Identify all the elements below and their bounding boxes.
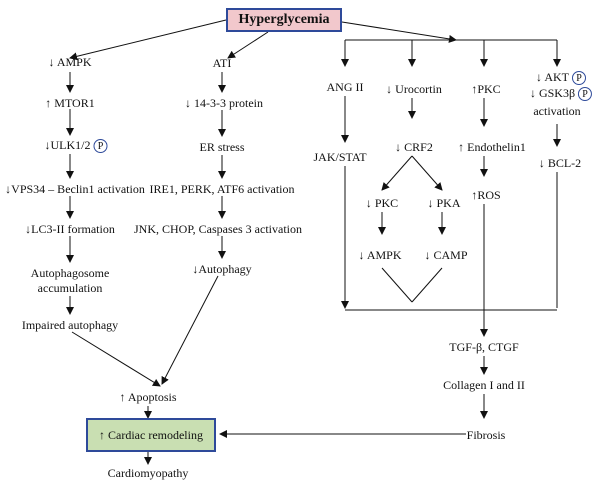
cardiac-remodeling-box: ↑ Cardiac remodeling: [86, 418, 216, 452]
phospho-badge-akt: P: [572, 71, 586, 86]
node-14-3-3: ↓ 14-3-3 protein: [185, 96, 263, 110]
node-autophagosome: Autophagosome: [30, 266, 110, 280]
hyperglycemia-box: Hyperglycemia: [226, 8, 342, 32]
arrow-top-to-ampk: [69, 19, 227, 61]
node-pkc-down: ↓ PKC: [365, 196, 399, 210]
node-fibrosis: Fibrosis: [466, 428, 506, 442]
node-crf2: ↓ CRF2: [395, 140, 433, 154]
node-bcl2: ↓ BCL-2: [538, 156, 582, 170]
node-ampk-down: ↓ AMPK: [48, 55, 92, 69]
arrow-autophagy-to-apoptosis: [161, 275, 219, 385]
node-pka-down: ↓ PKA: [427, 196, 461, 210]
node-endothelin1: ↑ Endothelin1: [458, 140, 526, 154]
node-gsk3b-label: ↓ GSK3β: [529, 86, 576, 100]
node-urocortin: ↓ Urocortin: [386, 82, 442, 96]
node-ire1: IRE1, PERK, ATF6 activation: [149, 182, 295, 196]
node-mtor1: ↑ MTOR1: [45, 96, 95, 110]
node-impaired-autophagy: Impaired autophagy: [21, 318, 119, 332]
node-collagen: Collagen I and II: [443, 378, 525, 392]
node-jak-stat: JAK/STAT: [313, 150, 367, 164]
node-activation: activation: [533, 104, 581, 118]
node-er-stress: ER stress: [199, 140, 245, 154]
arrow-top-to-bus: [341, 21, 457, 43]
node-accumulation: accumulation: [37, 281, 103, 295]
node-cardiomyopathy: Cardiomyopathy: [107, 466, 189, 480]
node-camp-down: ↓ CAMP: [424, 248, 468, 262]
arrow-top-to-ati: [227, 31, 269, 59]
arrow-impaired-to-apoptosis: [71, 331, 161, 387]
node-apoptosis: ↑ Apoptosis: [119, 390, 177, 404]
phospho-badge-gsk: P: [578, 87, 593, 102]
node-ros: ↑ROS: [471, 188, 501, 202]
node-tgf-ctgf: TGF-β, CTGF: [449, 340, 519, 354]
node-lc3: ↓LC3-II formation: [25, 222, 115, 236]
node-vps34: ↓VPS34 – Beclin1 activation: [5, 182, 145, 196]
node-ampk-down-2: ↓ AMPK: [358, 248, 402, 262]
node-jnk: JNK, CHOP, Caspases 3 activation: [134, 222, 302, 236]
node-ang-ii: ANG II: [326, 80, 364, 94]
node-akt-label: ↓ AKT: [536, 70, 569, 84]
node-ulk12-label: ↓ULK1/2: [44, 138, 91, 152]
phospho-badge-ulk: P: [93, 139, 108, 154]
node-autophagy-down: ↓Autophagy: [192, 262, 252, 276]
node-pkc-up: ↑PKC: [471, 82, 501, 96]
node-ati: ATI: [212, 56, 232, 70]
